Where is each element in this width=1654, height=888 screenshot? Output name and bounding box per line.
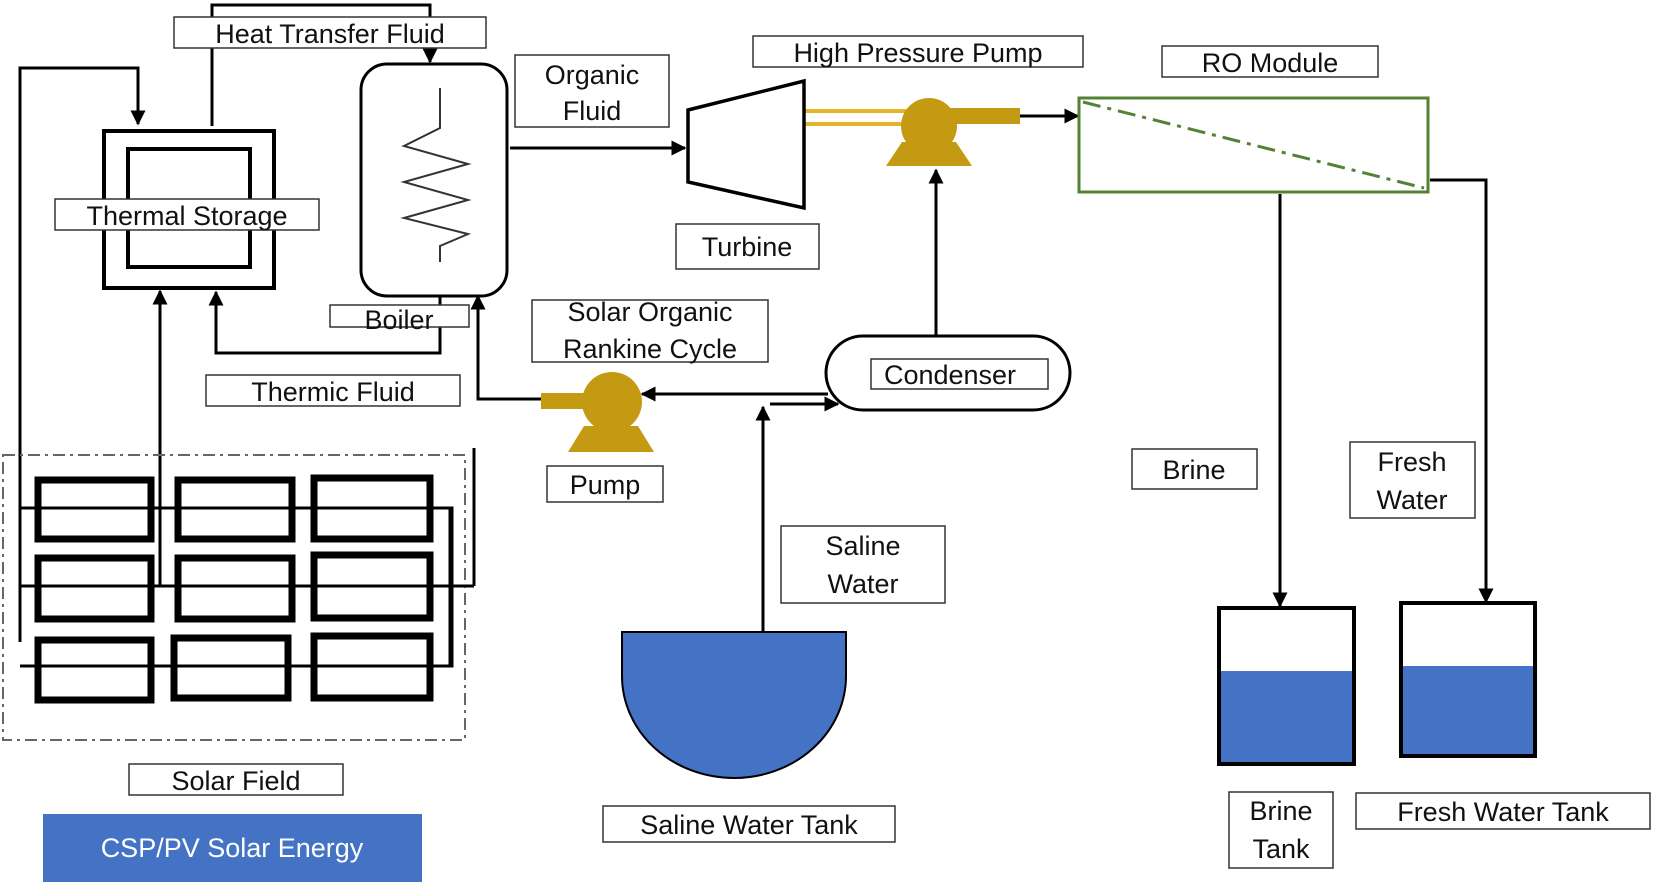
svg-text:Fresh: Fresh xyxy=(1377,447,1446,477)
high-pressure-pump-icon xyxy=(886,98,1020,166)
svg-text:Pump: Pump xyxy=(570,470,641,500)
high-pressure-pump-label: High Pressure Pump xyxy=(752,35,1084,68)
svg-text:Thermal Storage: Thermal Storage xyxy=(86,201,287,231)
thermal-storage-label: Thermal Storage xyxy=(54,198,320,231)
turbine-icon xyxy=(686,78,806,211)
fresh-water-label: Fresh Water xyxy=(1349,441,1476,519)
svg-text:Water: Water xyxy=(827,569,898,599)
brine-tank xyxy=(1217,606,1356,766)
solar-panel xyxy=(34,636,155,704)
svg-text:Tank: Tank xyxy=(1252,834,1310,864)
svg-text:Condenser: Condenser xyxy=(884,360,1016,390)
saline-water-tank-label: Saline Water Tank xyxy=(602,805,896,843)
svg-text:Organic: Organic xyxy=(545,60,640,90)
energy-source-banner: CSP/PV Solar Energy xyxy=(43,814,422,882)
fresh-water-tank xyxy=(1399,601,1537,758)
solar-return-line xyxy=(18,66,146,642)
saline-water-tank xyxy=(621,631,847,779)
boiler-coil-icon xyxy=(400,88,472,262)
boiler xyxy=(359,62,509,298)
ro-module-label: RO Module xyxy=(1161,45,1379,78)
solar-panel xyxy=(174,554,296,623)
solar-panel xyxy=(170,634,292,702)
svg-text:Rankine Cycle: Rankine Cycle xyxy=(563,334,737,364)
svg-text:Saline: Saline xyxy=(825,531,900,561)
organic-fluid-label: Organic Fluid xyxy=(514,54,670,128)
heat-transfer-fluid-label: Heat Transfer Fluid xyxy=(173,16,487,49)
svg-text:Heat Transfer Fluid: Heat Transfer Fluid xyxy=(215,19,445,49)
ro-module xyxy=(1077,96,1430,194)
svg-text:Water: Water xyxy=(1376,485,1447,515)
pump-icon xyxy=(541,372,654,452)
solar-orc-label: Solar Organic Rankine Cycle xyxy=(531,297,769,364)
svg-text:Fluid: Fluid xyxy=(563,96,622,126)
brine-label: Brine xyxy=(1131,448,1258,490)
svg-text:Turbine: Turbine xyxy=(702,232,793,262)
fresh-water-tank-label: Fresh Water Tank xyxy=(1355,792,1651,830)
svg-text:High Pressure Pump: High Pressure Pump xyxy=(793,38,1042,68)
condenser-label: Condenser xyxy=(870,358,1049,390)
labels: Heat Transfer Fluid Organic Fluid High P… xyxy=(43,16,1651,882)
svg-text:Fresh Water Tank: Fresh Water Tank xyxy=(1397,797,1609,827)
svg-text:Saline Water Tank: Saline Water Tank xyxy=(640,810,858,840)
svg-text:RO Module: RO Module xyxy=(1202,48,1339,78)
solar-field xyxy=(2,454,474,741)
turbine-shaft xyxy=(805,109,910,126)
svg-text:Solar Organic: Solar Organic xyxy=(567,297,732,327)
svg-text:Brine: Brine xyxy=(1162,455,1225,485)
solar-panel xyxy=(34,554,155,623)
svg-text:CSP/PV Solar Energy: CSP/PV Solar Energy xyxy=(101,833,364,863)
pump-label: Pump xyxy=(546,465,664,503)
solar-field-label: Solar Field xyxy=(128,763,344,796)
svg-text:Solar Field: Solar Field xyxy=(171,766,300,796)
thermic-fluid-label: Thermic Fluid xyxy=(205,374,461,407)
saline-water-label: Saline Water xyxy=(780,525,946,604)
svg-text:Boiler: Boiler xyxy=(364,305,433,335)
pump-to-boiler-line xyxy=(470,294,545,401)
svg-text:Brine: Brine xyxy=(1249,796,1312,826)
svg-text:Thermic Fluid: Thermic Fluid xyxy=(251,377,415,407)
fresh-water-line xyxy=(1430,178,1494,604)
brine-tank-label: Brine Tank xyxy=(1228,791,1334,869)
turbine-label: Turbine xyxy=(675,223,820,270)
boiler-label: Boiler xyxy=(329,304,470,335)
